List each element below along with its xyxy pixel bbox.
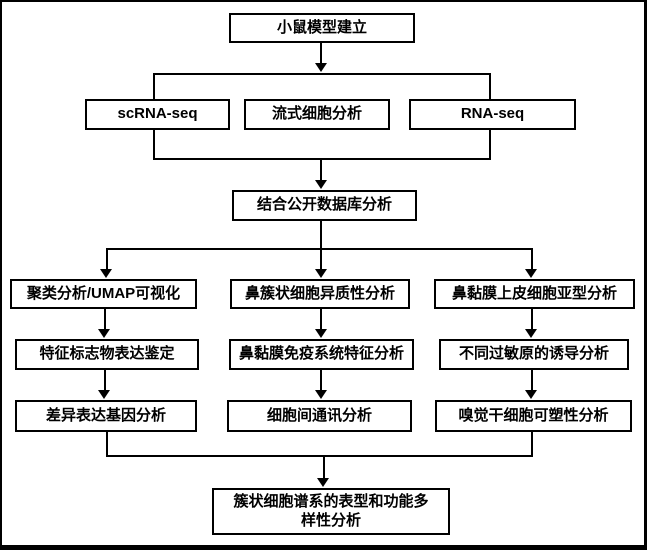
node-public-database: 结合公开数据库分析: [232, 190, 417, 221]
arrowhead-root-to-bracket: [315, 63, 327, 72]
node-rna-seq: RNA-seq: [409, 99, 576, 130]
node-cluster-umap: 聚类分析/UMAP可视化: [10, 279, 197, 309]
arrowhead-left-col-step3: [98, 390, 110, 399]
connector-right-col-step1-2: [531, 308, 533, 331]
connector-merge-left-drop: [106, 432, 108, 457]
node-marker-expression: 特征标志物表达鉴定: [15, 339, 199, 370]
node-immune-system-feature: 鼻黏膜免疫系统特征分析: [229, 339, 414, 370]
node-epithelial-subtype: 鼻黏膜上皮细胞亚型分析: [434, 279, 635, 309]
node-final-line1: 簇状细胞谱系的表型和功能多: [233, 492, 429, 510]
connector-left-col-step2-3: [104, 370, 106, 391]
node-olfactory-stem-plasticity: 嗅觉干细胞可塑性分析: [435, 400, 632, 432]
arrowhead-to-combine: [315, 180, 327, 189]
connector-bracket-top-rail: [153, 73, 491, 75]
node-cell-communication: 细胞间通讯分析: [227, 400, 412, 432]
connector-bracket-to-combine: [320, 159, 322, 181]
connector-bracket-bottom-rail: [153, 158, 491, 160]
node-final-label: 簇状细胞谱系的表型和功能多 样性分析: [233, 493, 428, 531]
node-tuft-lineage-diversity: 簇状细胞谱系的表型和功能多 样性分析: [212, 488, 450, 535]
arrowhead-right-col-step2: [525, 329, 537, 338]
node-flow-cytometry: 流式细胞分析: [244, 99, 390, 130]
connector-branch-rail: [106, 248, 533, 250]
arrowhead-to-final: [317, 478, 329, 487]
arrowhead-to-left-column: [100, 269, 112, 278]
connector-combine-to-middle-column: [320, 220, 322, 271]
connector-left-col-step1-2: [104, 308, 106, 331]
connector-merge-right-drop: [531, 432, 533, 457]
connector-right-col-step2-3: [531, 370, 533, 391]
connector-branch-left-drop: [106, 248, 108, 270]
node-tuft-heterogeneity: 鼻簇状细胞异质性分析: [230, 279, 410, 309]
arrowhead-left-col-step2: [98, 329, 110, 338]
arrowhead-to-right-column: [525, 269, 537, 278]
arrowhead-right-col-step3: [525, 390, 537, 399]
node-scrna-seq: scRNA-seq: [85, 99, 230, 130]
node-allergen-induction: 不同过敏原的诱导分析: [439, 339, 629, 370]
arrowhead-to-middle-column: [315, 269, 327, 278]
connector-to-final: [323, 455, 325, 480]
arrowhead-mid-col-step2: [315, 329, 327, 338]
node-differential-expression: 差异表达基因分析: [15, 400, 197, 432]
connector-merge-rail: [106, 455, 533, 457]
node-final-line2: 样性分析: [300, 511, 361, 529]
connector-mid-col-step2-3: [320, 370, 322, 391]
connector-branch-right-drop: [531, 248, 533, 270]
node-mouse-model: 小鼠模型建立: [229, 13, 415, 43]
connector-mid-col-step1-2: [320, 308, 322, 331]
connector-root-to-bracket: [320, 42, 322, 65]
arrowhead-mid-col-step3: [315, 390, 327, 399]
